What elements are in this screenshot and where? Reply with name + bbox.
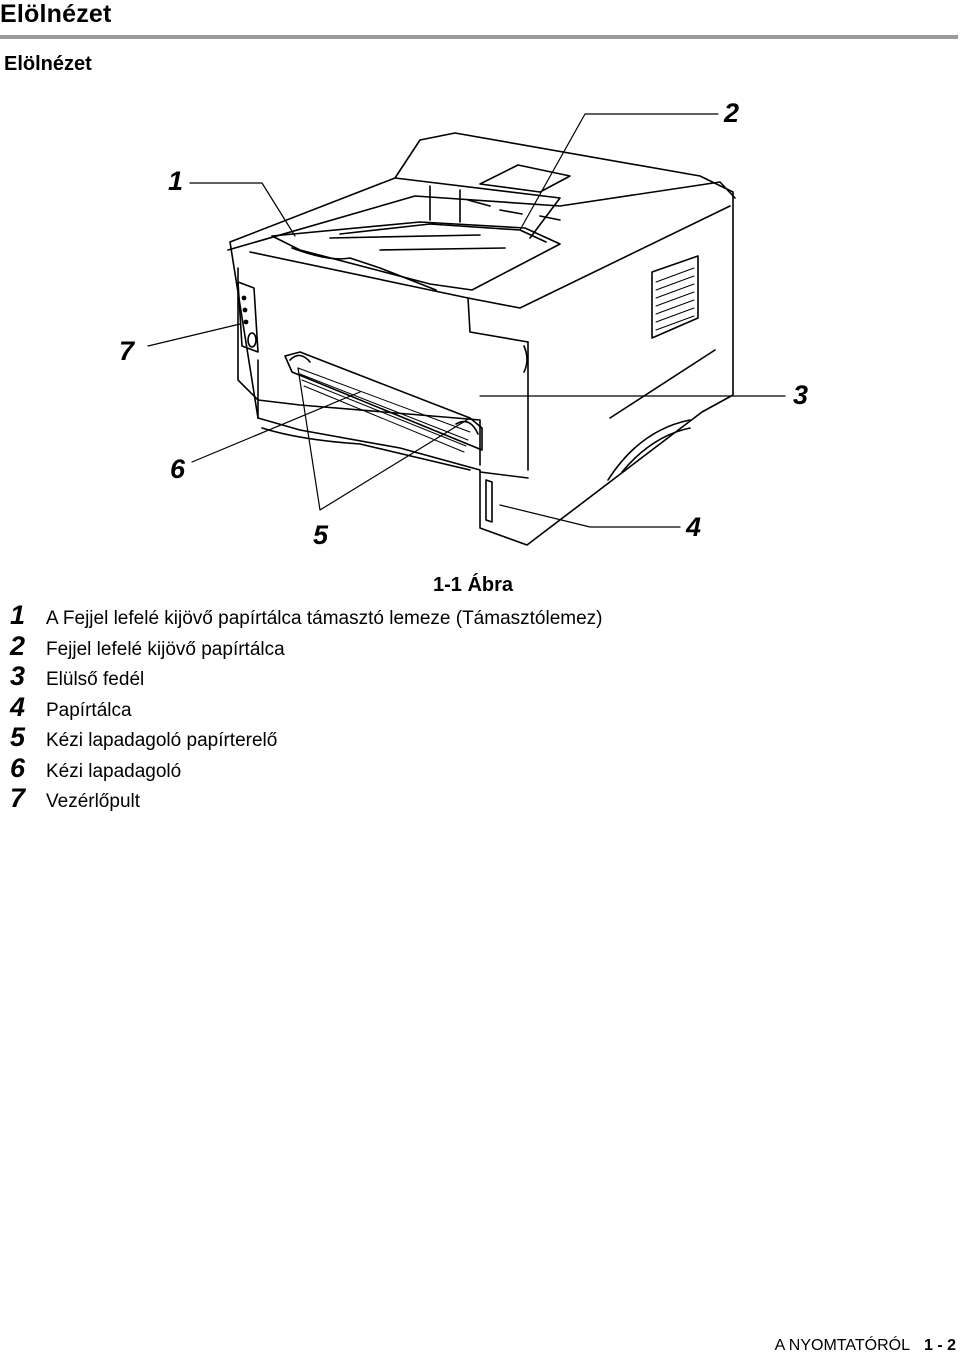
page-number: 1 - 2 bbox=[923, 1337, 956, 1354]
callout-7: 7 bbox=[119, 336, 135, 366]
legend-item: 7 Vezérlőpult bbox=[10, 783, 603, 814]
callout-2: 2 bbox=[724, 98, 740, 128]
legend-text: Kézi lapadagoló bbox=[46, 760, 182, 782]
legend-number: 2 bbox=[10, 630, 26, 661]
printer-figure: 1 2 3 4 5 6 7 bbox=[0, 90, 960, 560]
legend-text: Elülső fedél bbox=[46, 669, 145, 690]
legend-item: 4 Papírtálca bbox=[10, 692, 603, 723]
legend-number: 5 bbox=[10, 722, 26, 752]
legend-number: 3 bbox=[10, 661, 26, 691]
legend-list: 1 A Fejjel lefelé kijövő papírtálca támas… bbox=[10, 600, 603, 814]
legend-text: Fejjel lefelé kijövő papírtálca bbox=[46, 638, 285, 660]
legend-text: A Fejjel lefelé kijövő papírtálca támasz… bbox=[46, 608, 603, 629]
callout-1: 1 bbox=[168, 166, 184, 196]
callout-3: 3 bbox=[793, 380, 809, 410]
legend-item: 1 A Fejjel lefelé kijövő papírtálca támas… bbox=[10, 600, 603, 631]
callout-5: 5 bbox=[313, 520, 329, 550]
section-title: Elölnézet bbox=[4, 53, 92, 75]
legend-text: Vezérlőpult bbox=[46, 791, 141, 812]
legend-text: Kézi lapadagoló papírterelő bbox=[46, 730, 278, 751]
legend-number: 4 bbox=[10, 691, 26, 722]
footer-section: A NYOMTATÓRÓL bbox=[774, 1337, 910, 1354]
legend-item: 6 Kézi lapadagoló bbox=[10, 753, 603, 784]
callout-4: 4 bbox=[686, 512, 702, 542]
legend-number: 6 bbox=[10, 752, 26, 783]
legend-item: 2 Fejjel lefelé kijövő papírtálca bbox=[10, 631, 603, 662]
legend-number: 7 bbox=[10, 783, 26, 813]
title-divider bbox=[0, 35, 958, 39]
printer-illustration bbox=[147, 113, 786, 546]
legend-number: 1 bbox=[10, 600, 26, 630]
page-footer: A NYOMTATÓRÓL 1 - 2 bbox=[775, 1337, 956, 1355]
legend-item: 3 Elülső fedél bbox=[10, 661, 603, 692]
legend-item: 5 Kézi lapadagoló papírterelő bbox=[10, 722, 603, 753]
legend-text: Papírtálca bbox=[46, 699, 132, 721]
page-title: Elölnézet bbox=[0, 0, 112, 28]
callout-6: 6 bbox=[170, 454, 186, 484]
figure-caption: 1-1 Ábra bbox=[433, 574, 514, 596]
